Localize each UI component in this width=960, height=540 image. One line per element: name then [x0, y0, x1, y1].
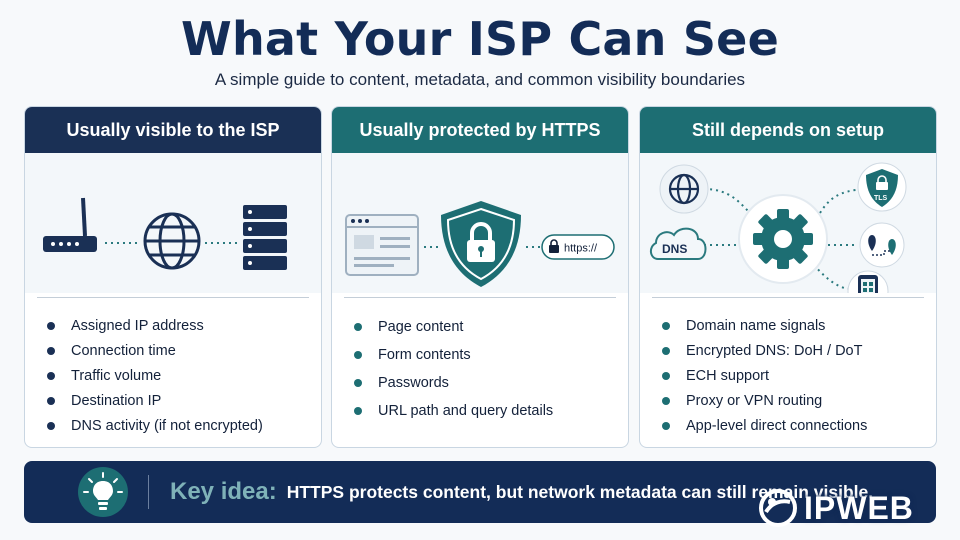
- list-item: Destination IP: [47, 388, 263, 413]
- bullet: [47, 346, 55, 355]
- page-subtitle: A simple guide to content, metadata, and…: [214, 70, 746, 89]
- list-item: Connection time: [47, 338, 263, 363]
- bullet: [354, 323, 362, 331]
- list-item: Assigned IP address: [47, 313, 263, 338]
- bullet: [47, 371, 55, 380]
- lightbulb-icon: [78, 467, 128, 517]
- bullet: [662, 371, 670, 380]
- setup-list: Domain name signals Encrypted DNS: DoH /…: [662, 313, 867, 438]
- bullet: [354, 379, 362, 387]
- list-item: URL path and query details: [354, 397, 553, 425]
- key-idea-label: Key idea:: [170, 478, 277, 505]
- ipweb-text: IPWEB: [804, 489, 914, 526]
- list-item: Traffic volume: [47, 363, 263, 388]
- bullet: [662, 346, 670, 355]
- card-illustration: DNS: [640, 153, 936, 293]
- divider: [344, 297, 616, 298]
- bullet: [662, 396, 670, 405]
- list-item: Form contents: [354, 341, 553, 369]
- tls-label: TLS: [874, 195, 888, 202]
- visible-list: Assigned IP address Connection time Traf…: [47, 313, 263, 438]
- list-item: Passwords: [354, 369, 553, 397]
- bullet: [47, 421, 55, 430]
- page-title: What Your ISP Can See: [181, 12, 779, 66]
- tls-shield-icon: TLS: [857, 162, 907, 212]
- bullet: [354, 407, 362, 415]
- card-depends-on-setup: Still depends on setup DNS: [639, 106, 937, 448]
- ipweb-logo-icon: [759, 489, 797, 527]
- divider: [652, 297, 924, 298]
- key-idea-text: HTTPS protects content, but network meta…: [286, 481, 874, 502]
- divider: [37, 297, 309, 298]
- globe-icon: [659, 164, 709, 214]
- key-idea: Key idea: HTTPS protects content, but ne…: [170, 461, 873, 523]
- list-item: Page content: [354, 313, 553, 341]
- gear-icon: [738, 194, 828, 284]
- bullet: [662, 421, 670, 430]
- divider: [148, 475, 149, 509]
- browser-window-icon: [345, 214, 419, 276]
- card-heading: Usually protected by HTTPS: [332, 107, 628, 153]
- shield-lock-icon: [441, 201, 521, 287]
- card-illustration: [25, 153, 321, 293]
- card-illustration: https://: [332, 153, 628, 293]
- list-item: Domain name signals: [662, 313, 867, 338]
- list-item: ECH support: [662, 363, 867, 388]
- router-icon: [43, 197, 97, 252]
- location-route-icon: [859, 222, 905, 268]
- dns-cloud-icon: DNS: [650, 227, 707, 260]
- server-icon: [243, 205, 287, 270]
- bullet: [47, 321, 55, 330]
- bullet: [354, 351, 362, 359]
- list-item: Encrypted DNS: DoH / DoT: [662, 338, 867, 363]
- list-item: App-level direct connections: [662, 413, 867, 438]
- ipweb-watermark: IPWEB: [758, 486, 948, 530]
- card-visible-to-isp: Usually visible to the ISP: [24, 106, 322, 448]
- protected-list: Page content Form contents Passwords URL…: [354, 313, 553, 425]
- phone-icon: [847, 270, 889, 293]
- lock-url-icon: https://: [541, 234, 615, 260]
- url-pill-text: https://: [564, 243, 598, 255]
- list-item: DNS activity (if not encrypted): [47, 413, 263, 438]
- list-item: Proxy or VPN routing: [662, 388, 867, 413]
- card-heading: Still depends on setup: [640, 107, 936, 153]
- dns-label: DNS: [662, 242, 687, 256]
- card-protected-by-https: Usually protected by HTTPS: [331, 106, 629, 448]
- bullet: [662, 321, 670, 330]
- globe-icon: [143, 212, 201, 270]
- bullet: [47, 396, 55, 405]
- card-heading: Usually visible to the ISP: [25, 107, 321, 153]
